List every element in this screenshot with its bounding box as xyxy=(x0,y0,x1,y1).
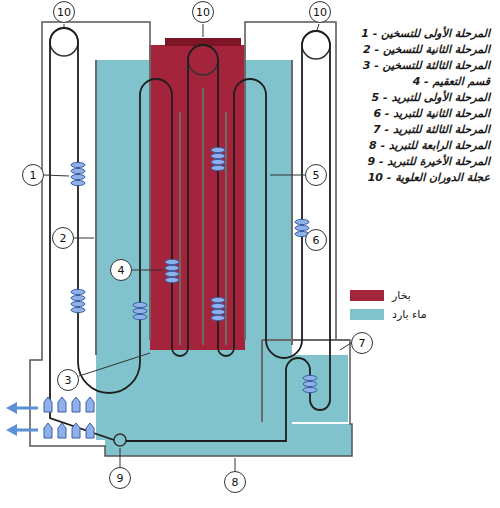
feed-cans xyxy=(44,397,94,438)
legend-text: بخار xyxy=(392,289,411,302)
callout-number: 3 xyxy=(65,375,72,386)
wheels xyxy=(50,28,330,446)
flow-arrows xyxy=(6,402,38,436)
callout-number: 2 xyxy=(60,233,67,244)
callout-number: 10 xyxy=(196,7,210,18)
callout-circle: 1 xyxy=(22,164,44,186)
legend-row: بخار xyxy=(350,289,411,302)
key-text: 4 - قسم التعقيم xyxy=(413,75,490,89)
callout-circle: 6 xyxy=(305,229,327,251)
steam xyxy=(150,45,245,350)
key-text: 10 - عجلة الدوران العلوية xyxy=(368,171,490,185)
callout-circle: 9 xyxy=(109,467,131,489)
callout-circle: 7 xyxy=(351,332,373,354)
callout-number: 5 xyxy=(313,170,320,181)
callout-number: 7 xyxy=(359,338,366,349)
walls xyxy=(96,45,350,422)
conveyor-chain xyxy=(50,28,330,441)
callout-circle: 3 xyxy=(57,369,79,391)
callout-number: 6 xyxy=(313,235,320,246)
housing xyxy=(30,22,352,456)
callout-number: 4 xyxy=(118,265,125,276)
key-text: 7 - المرحلة الثالثة للتبريد xyxy=(373,123,490,137)
callout-number: 10 xyxy=(57,7,71,18)
callout-number: 10 xyxy=(313,7,327,18)
key-text: 6 - المرحلة الثانية للتبريد xyxy=(373,107,490,121)
key-text: 3 - المرحلة الثالثة للتسخين xyxy=(363,59,490,73)
callout-circle: 2 xyxy=(52,227,74,249)
key-text: 9 - المرحلة الأخيرة للتبريد xyxy=(367,155,490,169)
callout-circle: 10 xyxy=(192,1,214,23)
callout-circle: 4 xyxy=(110,259,132,281)
key-text: 8 - المرحلة الرابعة للتبريد xyxy=(369,139,490,153)
callout-circle: 5 xyxy=(305,164,327,186)
legend-row: ماء بارد xyxy=(350,308,427,321)
legend-swatch xyxy=(350,309,384,320)
key-text: 2 - المرحلة الثانية للتسخين xyxy=(363,43,490,57)
legend-swatch xyxy=(350,290,384,301)
key-text: 5 - المرحلة الأولى للتبريد xyxy=(372,91,490,105)
callout-number: 9 xyxy=(117,473,124,484)
callout-number: 8 xyxy=(232,477,239,488)
callout-circle: 8 xyxy=(224,471,246,493)
legend-text: ماء بارد xyxy=(392,308,427,321)
key-text: 1 - المرحلة الأولى للتسخين xyxy=(361,27,490,41)
cans xyxy=(71,147,317,392)
callout-circle: 10 xyxy=(53,1,75,23)
callout-number: 1 xyxy=(30,170,37,181)
callout-circle: 10 xyxy=(309,1,331,23)
leader-lines xyxy=(44,24,351,471)
